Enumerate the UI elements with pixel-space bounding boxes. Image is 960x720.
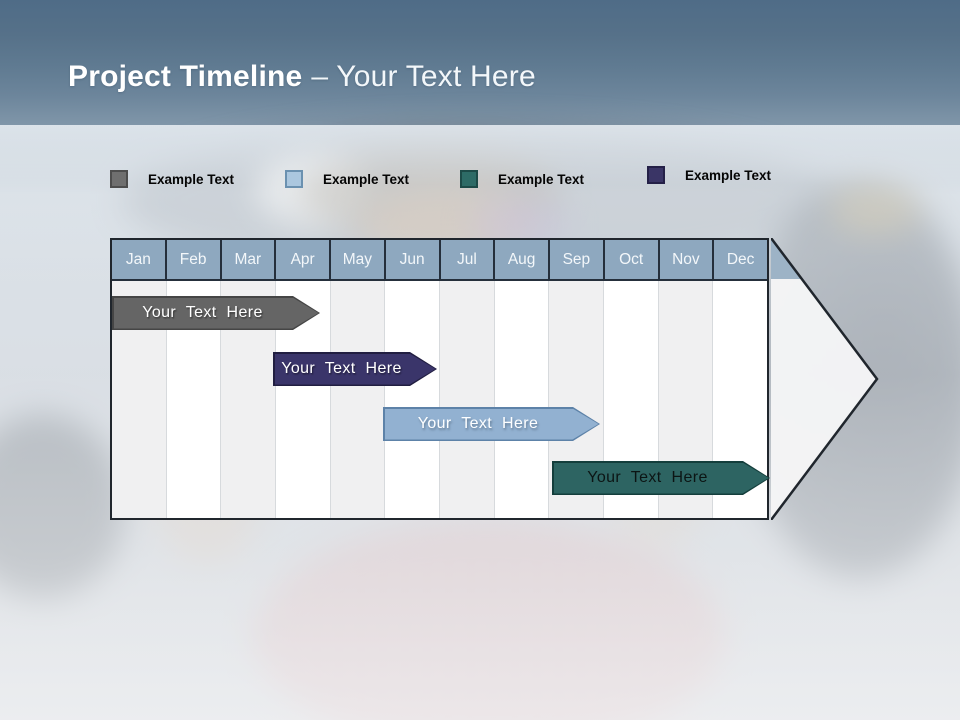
legend-item-navy: Example Text xyxy=(647,166,771,184)
legend-item-lightblue: Example Text xyxy=(285,170,409,188)
grid-column xyxy=(385,281,441,518)
timeline-arrowhead xyxy=(771,238,879,520)
legend-label: Example Text xyxy=(498,171,585,187)
legend-swatch-lightblue xyxy=(285,170,303,188)
task-bar-3-label: Your Text Here xyxy=(417,415,539,432)
month-cell-mar: Mar xyxy=(221,240,277,279)
task-bar-4: Your Text Here xyxy=(552,461,770,495)
legend-label: Example Text xyxy=(148,171,235,187)
title-suffix: – Your Text Here xyxy=(311,60,536,93)
task-bar-3: Your Text Here xyxy=(383,407,600,441)
grid-column xyxy=(494,281,550,518)
month-cell-feb: Feb xyxy=(166,240,222,279)
task-bar-1: Your Text Here xyxy=(112,296,320,330)
month-cell-nov: Nov xyxy=(659,240,715,279)
grid-column xyxy=(330,281,386,518)
month-cell-aug: Aug xyxy=(495,240,550,279)
month-cell-jun: Jun xyxy=(385,240,441,279)
month-cell-jan: Jan xyxy=(112,240,167,279)
task-bar-3-shape xyxy=(385,409,599,440)
month-cell-apr: Apr xyxy=(276,240,331,279)
task-bar-4-label: Your Text Here xyxy=(587,469,708,486)
task-bar-1-label: Your Text Here xyxy=(142,304,263,321)
title-emphasis: Project Timeline xyxy=(68,60,303,93)
legend-swatch-teal xyxy=(460,170,478,188)
legend-item-gray: Example Text xyxy=(110,170,234,188)
task-bar-2: Your Text Here xyxy=(273,352,437,386)
month-cell-may: May xyxy=(331,240,386,279)
grid-column xyxy=(440,281,495,518)
task-bar-4-shape xyxy=(554,463,769,494)
legend-swatch-gray xyxy=(110,170,128,188)
task-bar-1-shape xyxy=(114,298,319,329)
slide-title: Project Timeline– Your Text Here xyxy=(68,60,536,94)
month-header-row: Jan Feb Mar Apr May Jun Jul Aug Sep Oct … xyxy=(112,240,767,281)
legend-label: Example Text xyxy=(685,167,772,183)
month-cell-sep: Sep xyxy=(550,240,605,279)
month-cell-dec: Dec xyxy=(714,240,767,279)
legend-item-teal: Example Text xyxy=(460,170,584,188)
legend-label: Example Text xyxy=(323,171,410,187)
legend-swatch-navy xyxy=(647,166,665,184)
task-bar-2-label: Your Text Here xyxy=(281,360,402,377)
task-bar-2-shape xyxy=(275,354,436,385)
month-cell-jul: Jul xyxy=(440,240,496,279)
month-cell-oct: Oct xyxy=(604,240,660,279)
